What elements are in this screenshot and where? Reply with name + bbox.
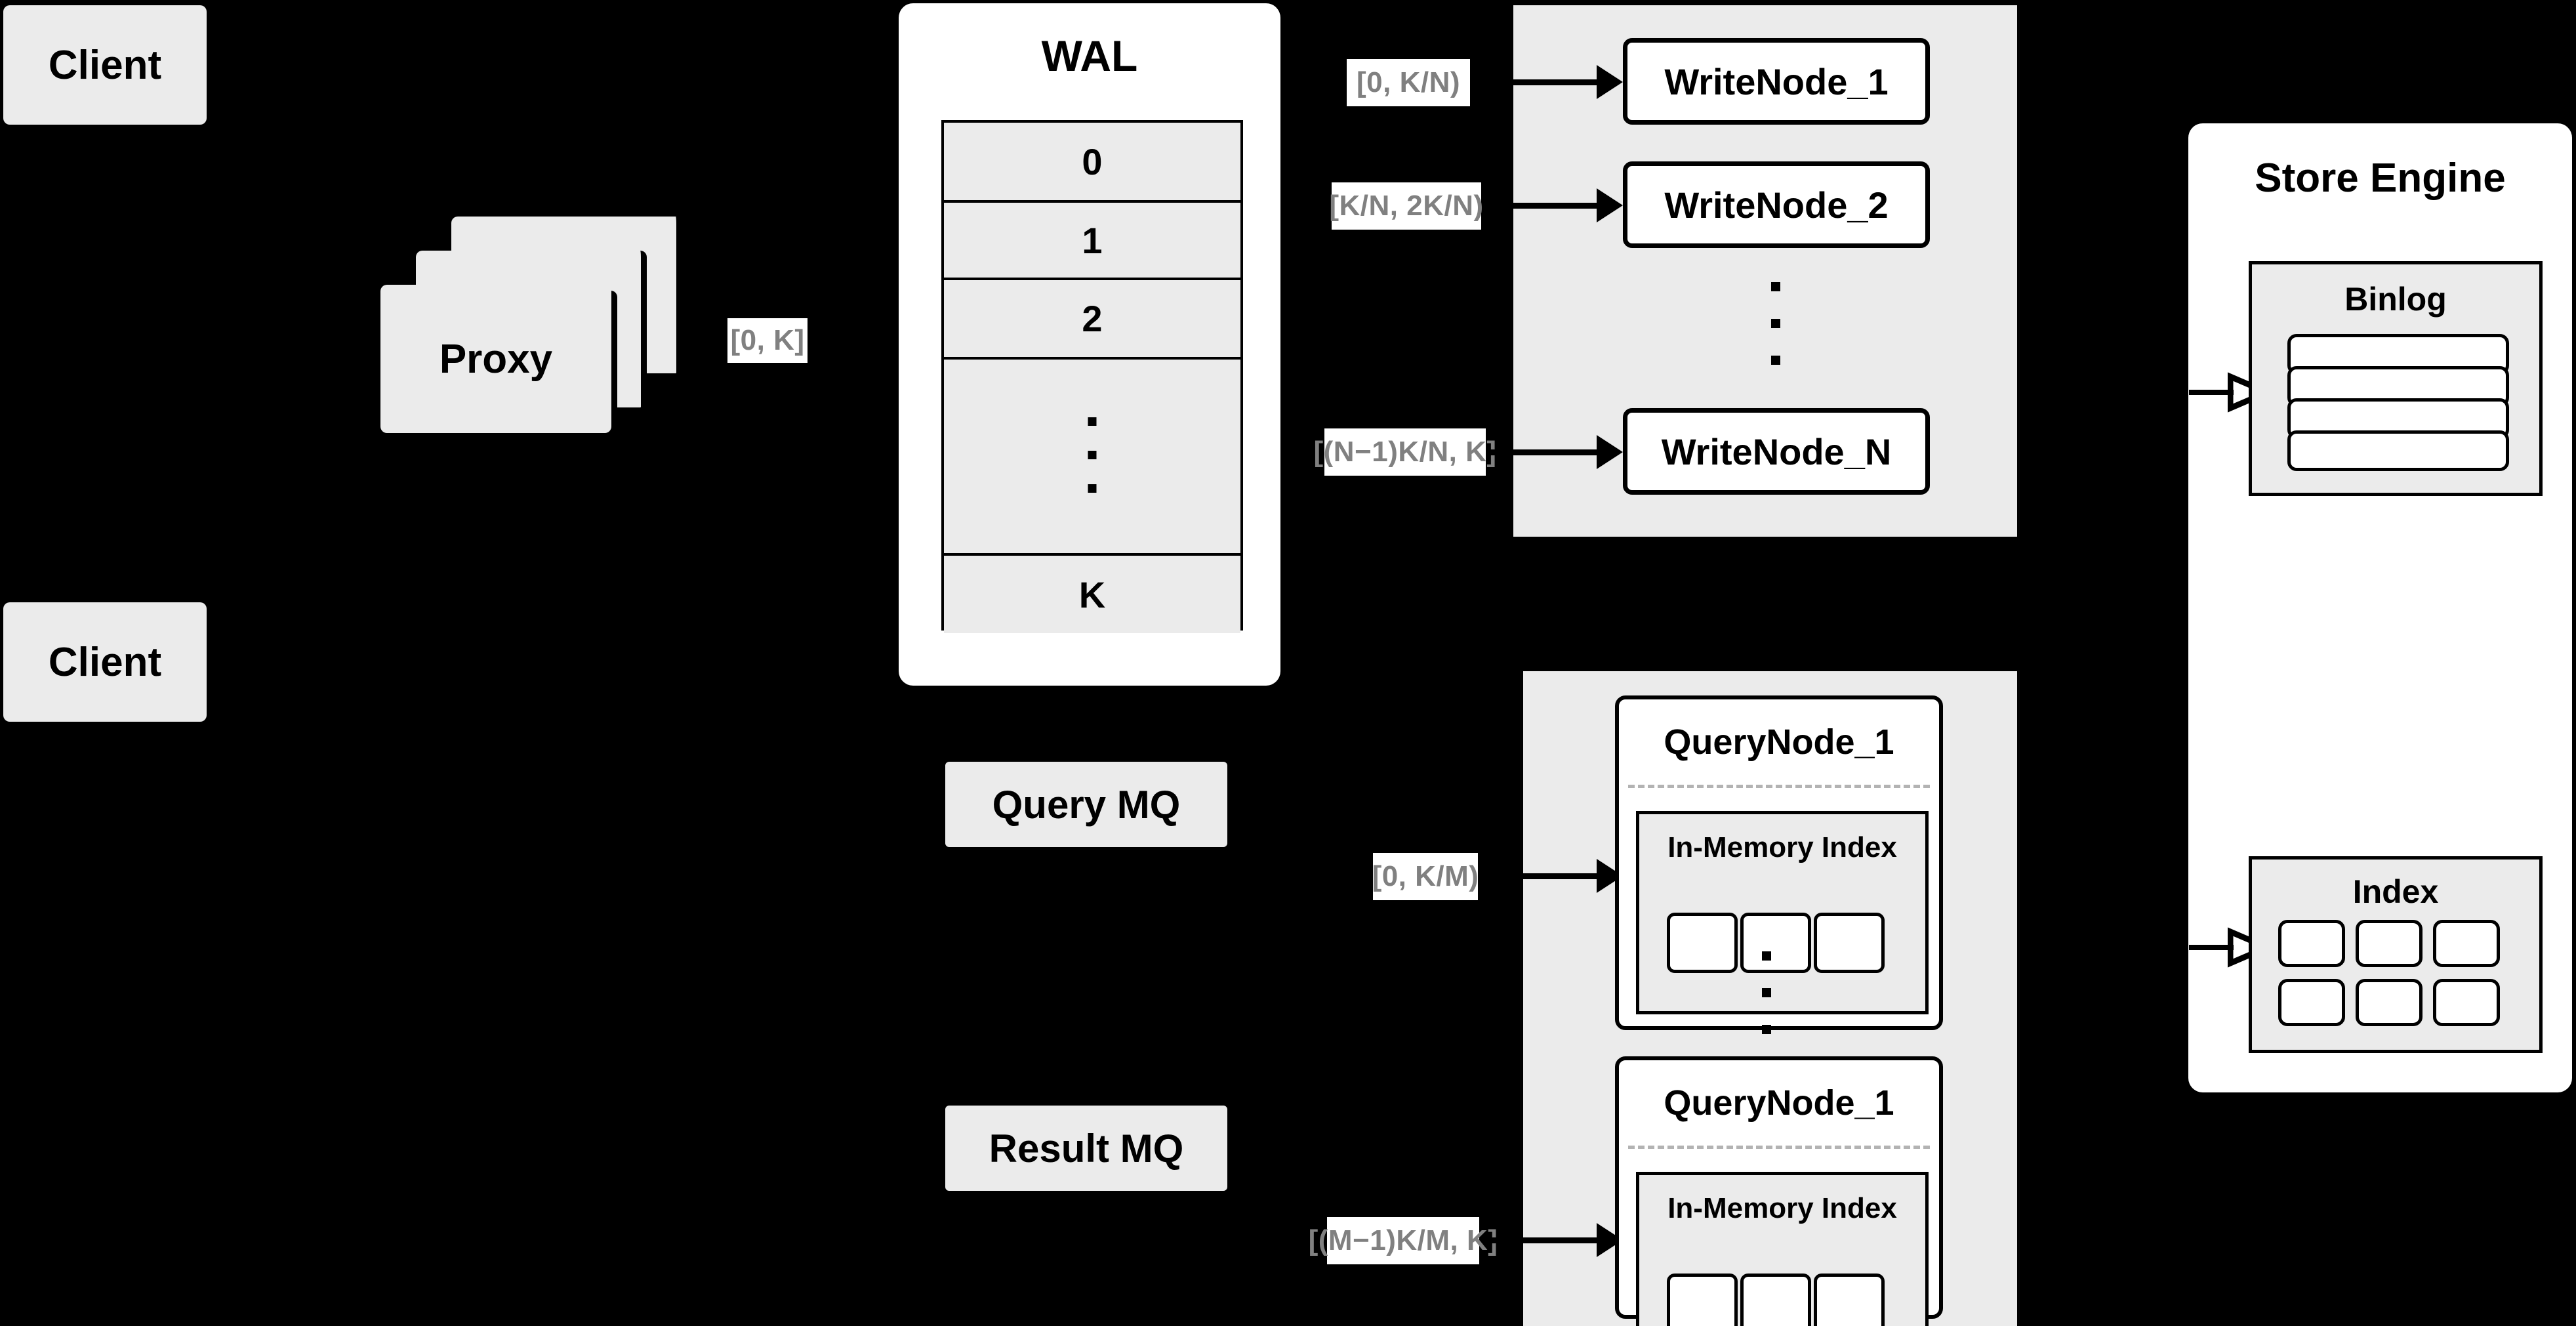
wal-title: WAL	[1041, 31, 1138, 80]
client-box-2[interactable]: Client	[3, 602, 207, 722]
arrow-line-query-node-1	[1488, 873, 1599, 879]
query-node-title-1: QueryNode_1	[1664, 722, 1894, 762]
write-node-card-2[interactable]: WriteNode_2	[1623, 161, 1930, 248]
wal-row: 0	[944, 123, 1240, 203]
dot	[1088, 451, 1097, 459]
arrow-line-write-node-1	[1488, 79, 1599, 85]
client-label-1: Client	[48, 42, 162, 88]
query-node-title-m: QueryNode_1	[1664, 1083, 1894, 1123]
in-memory-index-cell	[1814, 913, 1885, 973]
arrow-line-write-node-2	[1488, 203, 1599, 209]
in-memory-index-title-m: In-Memory Index	[1667, 1192, 1897, 1224]
proxy-stack[interactable]: Proxy	[380, 217, 682, 433]
dot	[1771, 356, 1780, 365]
query-node-card-m[interactable]: QueryNode_1 In-Memory Index	[1615, 1056, 1943, 1326]
store-engine-title: Store Engine	[2255, 155, 2506, 201]
proxy-card-front[interactable]: Proxy	[380, 285, 611, 433]
wal-row-label: 0	[1082, 140, 1103, 182]
edge-label-write-node-n-text: [(N−1)K/N, K]	[1313, 436, 1497, 468]
index-cell	[2278, 979, 2345, 1026]
client-box-1[interactable]: Client	[3, 5, 207, 125]
arrow-line-index	[2189, 945, 2234, 950]
edge-label-write-node-2-text: [K/N, 2K/N)	[1329, 190, 1484, 222]
query-mq-box[interactable]: Query MQ	[945, 762, 1227, 847]
edge-label-query-node-1-text: [0, K/M)	[1372, 860, 1479, 892]
edge-label-write-node-n: [(N−1)K/N, K]	[1313, 428, 1496, 476]
write-node-label-2: WriteNode_2	[1664, 184, 1889, 226]
index-cell	[2356, 920, 2423, 967]
edge-label-write-node-1: [0, K/N)	[1347, 59, 1470, 106]
binlog-row	[2287, 430, 2509, 471]
edge-label-proxy-to-wal-text: [0, K]	[730, 324, 805, 356]
dot	[1771, 282, 1780, 291]
wal-row-label: K	[1078, 573, 1106, 615]
dot	[1771, 319, 1780, 328]
result-mq-label: Result MQ	[989, 1126, 1184, 1171]
wal-row: 1	[944, 203, 1240, 280]
index-cell	[2433, 920, 2500, 967]
edge-label-write-node-1-text: [0, K/N)	[1357, 66, 1460, 98]
write-node-card-1[interactable]: WriteNode_1	[1623, 38, 1930, 125]
dot	[1762, 988, 1771, 997]
query-node-vertical-dots	[1762, 951, 1771, 1034]
write-node-label-n: WriteNode_N	[1661, 430, 1892, 472]
proxy-label: Proxy	[439, 336, 553, 382]
in-memory-index-cell	[1740, 1274, 1811, 1326]
edge-label-query-node-m: [(M−1)K/M, K]	[1309, 1217, 1498, 1264]
arrow-head-write-node-1	[1597, 65, 1623, 99]
query-node-separator-m	[1628, 1146, 1930, 1149]
write-node-vertical-dots	[1771, 282, 1780, 365]
in-memory-index-cell	[1667, 913, 1738, 973]
write-node-card-n[interactable]: WriteNode_N	[1623, 408, 1930, 495]
dot	[1762, 951, 1771, 961]
query-node-card-1[interactable]: QueryNode_1 In-Memory Index	[1615, 695, 1943, 1030]
dot	[1088, 417, 1097, 426]
wal-table: 0 1 2 K	[941, 120, 1243, 633]
index-title: Index	[2352, 873, 2439, 910]
query-node-separator-1	[1628, 785, 1930, 788]
index-panel: Index	[2249, 856, 2543, 1053]
wal-row-label: 2	[1082, 298, 1103, 339]
wal-row-ellipsis	[944, 360, 1240, 556]
wal-row: 2	[944, 280, 1240, 360]
result-mq-box[interactable]: Result MQ	[945, 1106, 1227, 1191]
edge-label-query-node-m-text: [(M−1)K/M, K]	[1308, 1224, 1498, 1256]
arrow-line-binlog	[2189, 390, 2234, 395]
arrow-line-query-node-m	[1488, 1237, 1599, 1243]
binlog-title: Binlog	[2344, 281, 2447, 318]
edge-label-write-node-2: [K/N, 2K/N)	[1329, 182, 1484, 230]
client-label-2: Client	[48, 639, 162, 685]
query-mq-label: Query MQ	[992, 782, 1181, 827]
edge-label-proxy-to-wal: [0, K]	[727, 318, 808, 363]
arrow-line-write-node-n	[1488, 449, 1599, 455]
dot	[1088, 484, 1097, 493]
write-node-label-1: WriteNode_1	[1664, 60, 1889, 102]
wal-row: K	[944, 556, 1240, 633]
index-cell	[2433, 979, 2500, 1026]
in-memory-index-cell	[1667, 1274, 1738, 1326]
in-memory-index-title-1: In-Memory Index	[1667, 831, 1897, 863]
index-cell	[2356, 979, 2423, 1026]
arrow-head-write-node-n	[1597, 435, 1623, 469]
in-memory-index-box-1: In-Memory Index	[1636, 811, 1929, 1014]
binlog-panel: Binlog	[2249, 261, 2543, 496]
in-memory-index-box-m: In-Memory Index	[1636, 1172, 1929, 1326]
in-memory-index-cell	[1740, 913, 1811, 973]
edge-label-query-node-1: [0, K/M)	[1372, 853, 1479, 900]
index-cell	[2278, 920, 2345, 967]
arrow-head-write-node-2	[1597, 188, 1623, 222]
wal-vertical-dots	[1088, 417, 1097, 493]
in-memory-index-cell	[1814, 1274, 1885, 1326]
dot	[1762, 1025, 1771, 1034]
wal-row-label: 1	[1082, 219, 1103, 261]
